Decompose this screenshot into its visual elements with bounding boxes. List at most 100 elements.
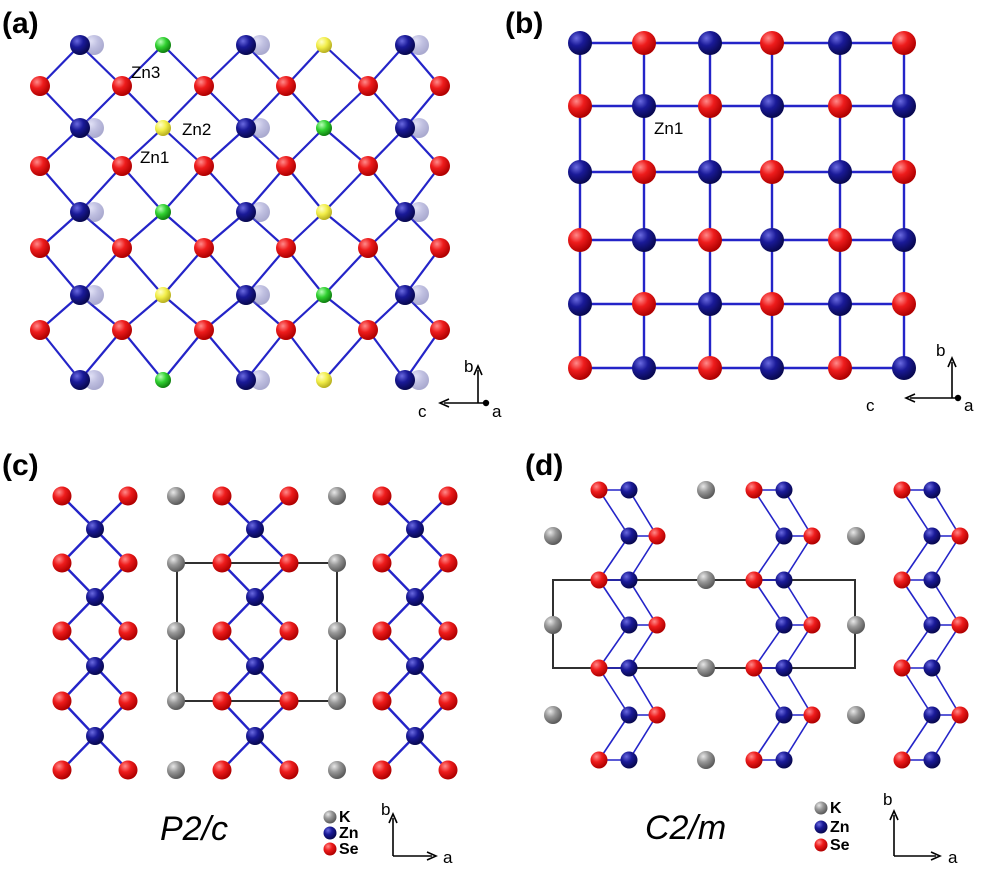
- zn-atom: [775, 659, 793, 677]
- bond: [628, 714, 658, 761]
- zn-atom: [70, 118, 90, 138]
- bond: [628, 489, 658, 537]
- bond: [162, 329, 205, 381]
- panel-d-atoms: [544, 481, 969, 769]
- se-atom: [568, 356, 592, 380]
- zn-atom-faded: [409, 285, 429, 305]
- bond: [753, 535, 785, 581]
- bond: [162, 247, 205, 296]
- zn-atom: [923, 481, 941, 499]
- se-atom: [118, 621, 138, 641]
- bond: [783, 667, 813, 716]
- bond: [753, 714, 785, 761]
- zn-atom: [775, 706, 793, 724]
- zn-atom: [246, 657, 264, 675]
- zn-atom: [620, 571, 638, 589]
- zn-atom: [246, 727, 264, 745]
- bond: [753, 667, 785, 716]
- se-atom: [745, 571, 763, 589]
- zn-atom: [775, 751, 793, 769]
- bond: [931, 535, 961, 581]
- bond: [783, 714, 813, 761]
- legend-d: K Zn Se: [814, 800, 850, 854]
- se-atom: [276, 238, 296, 258]
- se-atom: [118, 760, 138, 780]
- bond: [285, 247, 325, 296]
- zn-atom: [923, 751, 941, 769]
- axis-label-a-b: a: [964, 396, 974, 415]
- zn-atom: [698, 160, 722, 184]
- legend-k-swatch-d: [814, 801, 828, 815]
- axis-label-c-b: c: [866, 396, 875, 415]
- axis-label-b-c: b: [381, 800, 390, 819]
- zn-atom: [828, 31, 852, 55]
- k-atom: [544, 527, 562, 545]
- se-atom: [745, 659, 763, 677]
- zn-atom-green: [155, 372, 171, 388]
- se-atom: [648, 527, 666, 545]
- bond: [245, 329, 287, 381]
- axis-label-b-a: b: [464, 357, 473, 376]
- se-atom: [276, 156, 296, 176]
- se-atom: [892, 31, 916, 55]
- atom-label-zn3: Zn3: [131, 63, 160, 82]
- se-atom: [194, 156, 214, 176]
- se-atom: [951, 527, 969, 545]
- bond: [598, 667, 630, 716]
- zn-atom: [828, 160, 852, 184]
- se-atom: [892, 160, 916, 184]
- se-atom: [648, 706, 666, 724]
- zn-atom-yellow: [316, 37, 332, 53]
- bond: [79, 329, 123, 381]
- se-atom: [893, 659, 911, 677]
- bond: [901, 579, 933, 626]
- zn-atom: [236, 118, 256, 138]
- se-atom: [372, 760, 392, 780]
- se-atom: [430, 320, 450, 340]
- zn-atom: [923, 616, 941, 634]
- k-atom: [167, 761, 185, 779]
- k-atom: [328, 692, 346, 710]
- se-atom: [118, 691, 138, 711]
- zn-atom-yellow: [316, 372, 332, 388]
- se-atom: [194, 76, 214, 96]
- se-atom: [30, 156, 50, 176]
- se-atom: [893, 571, 911, 589]
- k-atom: [544, 616, 562, 634]
- se-atom: [30, 238, 50, 258]
- bond: [79, 165, 123, 213]
- zn-atom: [620, 706, 638, 724]
- axis-label-c-a: c: [418, 402, 427, 421]
- se-atom: [438, 553, 458, 573]
- se-atom: [745, 751, 763, 769]
- bond: [79, 247, 123, 296]
- zn-atom-faded: [84, 285, 104, 305]
- se-atom: [52, 621, 72, 641]
- legend-zn-label-d: Zn: [830, 819, 850, 836]
- bond: [753, 624, 785, 669]
- bond: [285, 329, 325, 381]
- atom-label-zn1-b: Zn1: [654, 119, 683, 138]
- se-atom: [279, 486, 299, 506]
- se-atom: [430, 238, 450, 258]
- se-atom: [358, 238, 378, 258]
- se-atom: [194, 238, 214, 258]
- k-atom: [847, 616, 865, 634]
- zn-atom: [246, 520, 264, 538]
- se-atom: [803, 616, 821, 634]
- bond: [367, 329, 406, 381]
- legend-k-swatch-c: [323, 810, 337, 824]
- zn-atom-faded: [250, 202, 270, 222]
- zn-atom-green: [316, 120, 332, 136]
- bond: [598, 535, 630, 581]
- se-atom: [828, 356, 852, 380]
- bond: [901, 489, 933, 537]
- se-atom: [803, 706, 821, 724]
- se-atom: [358, 320, 378, 340]
- legend-k-label-d: K: [830, 800, 842, 817]
- axes-indicator-a: [438, 364, 486, 408]
- bond: [203, 329, 247, 381]
- zn-atom: [775, 481, 793, 499]
- zn-atom-faded: [250, 35, 270, 55]
- se-atom: [430, 156, 450, 176]
